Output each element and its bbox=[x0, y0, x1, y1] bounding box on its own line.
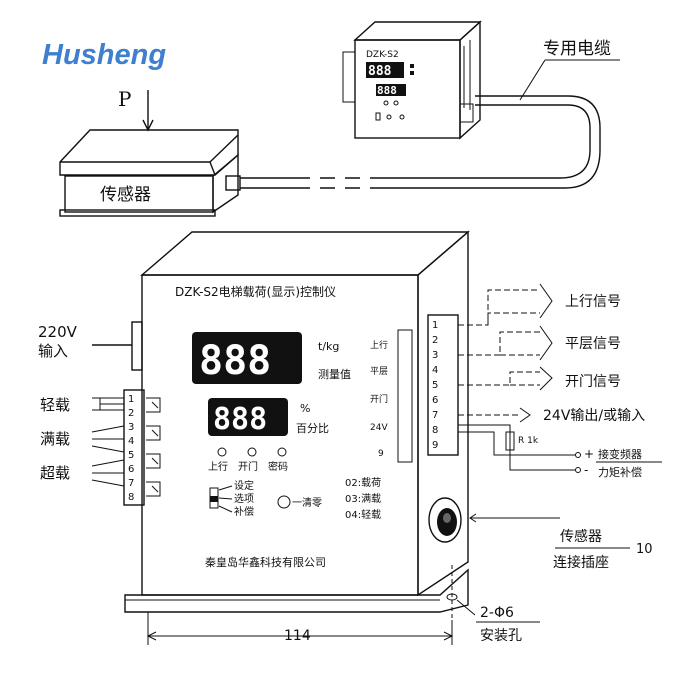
right-terminal-2: 2 bbox=[432, 335, 438, 346]
mode-light: 04:轻载 bbox=[345, 508, 381, 521]
left-terminal-3: 3 bbox=[128, 422, 134, 433]
switch-label-option: 选项 bbox=[234, 492, 254, 505]
socket-label-1: 传感器 bbox=[560, 528, 602, 545]
mode-load: 02:载荷 bbox=[345, 477, 381, 489]
led-label-open: 开门 bbox=[238, 460, 258, 473]
right-terminal-5: 5 bbox=[432, 380, 438, 391]
clear-button[interactable]: 一清零 bbox=[277, 495, 322, 509]
inner-terminal-block: 上行 平层 开门 24V 9 bbox=[370, 329, 413, 463]
signal-24v: 24V输出/或输入 bbox=[543, 408, 645, 424]
small-unit-model: DZK-S2 bbox=[366, 50, 399, 60]
sensor-socket-callout: 传感器 10 连接插座 bbox=[469, 513, 653, 571]
mount-hole-label: 安装孔 bbox=[480, 628, 522, 644]
left-terminal-4: 4 bbox=[128, 436, 134, 447]
mount-hole-callout: 2-Φ6 安装孔 bbox=[456, 599, 540, 644]
main-display-digits: 888 bbox=[199, 338, 271, 384]
left-terminal-8: 8 bbox=[128, 492, 134, 503]
small-display-2: 888 bbox=[377, 84, 397, 97]
force-label: P bbox=[118, 87, 131, 111]
cable-label: 专用电缆 bbox=[543, 39, 611, 59]
left-terminal-6: 6 bbox=[128, 464, 134, 475]
inverter-label: 接变频器 bbox=[598, 447, 642, 461]
indicator-leds: 上行 开门 密码 bbox=[208, 447, 288, 473]
mount-hole-size: 2-Φ6 bbox=[480, 605, 514, 621]
right-terminal-6: 6 bbox=[432, 395, 438, 406]
right-terminal-4: 4 bbox=[432, 365, 438, 376]
company-name: 秦皇岛华鑫科技有限公司 bbox=[205, 555, 326, 569]
width-dimension: 114 bbox=[146, 612, 454, 645]
resistor-label: R 1k bbox=[518, 436, 539, 446]
percent-display: 888 % 百分比 bbox=[208, 398, 329, 437]
minus-sign: - bbox=[584, 463, 588, 477]
power-label-voltage: 220V bbox=[38, 323, 78, 341]
signal-level: 平层信号 bbox=[565, 336, 621, 352]
relay-light: 轻载 bbox=[40, 396, 70, 414]
relay-full: 满载 bbox=[40, 430, 70, 448]
mode-list: 02:载荷 03:满载 04:轻载 bbox=[345, 477, 381, 521]
main-display: 888 t/kg 测量值 bbox=[192, 332, 351, 384]
torque-label: 力矩补偿 bbox=[598, 465, 642, 479]
left-terminal-2: 2 bbox=[128, 408, 134, 419]
signal-wires bbox=[458, 283, 581, 473]
right-signal-labels: 上行信号 平层信号 开门信号 24V输出/或输入 R 1k + - 接变频器 力… bbox=[518, 294, 662, 479]
left-terminal-5: 5 bbox=[128, 450, 134, 461]
brand-logo: Husheng bbox=[42, 39, 166, 71]
power-label-input: 输入 bbox=[38, 342, 68, 360]
sensor-label: 传感器 bbox=[100, 185, 151, 205]
right-terminal-1: 1 bbox=[432, 320, 438, 331]
load-sensor: 传感器 bbox=[59, 129, 241, 217]
right-terminal-3: 3 bbox=[432, 350, 438, 361]
small-display-1: 888 bbox=[368, 64, 392, 79]
panel-title: DZK-S2电梯载荷(显示)控制仪 bbox=[175, 285, 336, 299]
special-cable: 专用电缆 bbox=[240, 39, 620, 189]
relay-labels: 轻载 满载 超载 bbox=[40, 396, 125, 487]
mode-full: 03:满载 bbox=[345, 493, 381, 505]
switch-label-set: 设定 bbox=[234, 479, 254, 492]
plus-sign: + bbox=[584, 447, 594, 461]
inner-label-open: 开门 bbox=[370, 393, 388, 405]
left-terminal-block: 1 2 3 4 5 6 7 8 bbox=[123, 389, 161, 506]
small-controller-unit: DZK-S2 888 888 bbox=[342, 20, 482, 140]
signal-open: 开门信号 bbox=[565, 374, 621, 390]
clear-label: 一清零 bbox=[292, 496, 322, 509]
force-arrow: P bbox=[118, 87, 154, 132]
relay-over: 超载 bbox=[40, 464, 70, 482]
led-label-password: 密码 bbox=[268, 460, 288, 473]
unit-measure: 测量值 bbox=[318, 368, 351, 381]
right-terminal-block: 1 2 3 4 5 6 7 8 9 bbox=[427, 314, 459, 456]
inner-label-24v: 24V bbox=[370, 423, 388, 433]
mode-switch[interactable]: 设定 选项 补偿 bbox=[209, 479, 254, 518]
signal-up: 上行信号 bbox=[565, 294, 621, 310]
left-terminal-7: 7 bbox=[128, 478, 134, 489]
right-terminal-7: 7 bbox=[432, 410, 438, 421]
right-terminal-8: 8 bbox=[432, 425, 438, 436]
unit-percent-label: 百分比 bbox=[296, 422, 329, 435]
left-terminal-1: 1 bbox=[128, 394, 134, 405]
unit-percent: % bbox=[300, 402, 310, 415]
switch-label-compensate: 补偿 bbox=[234, 505, 254, 518]
led-label-up: 上行 bbox=[208, 460, 228, 473]
percent-display-digits: 888 bbox=[213, 402, 267, 437]
socket-label-2: 连接插座 bbox=[553, 554, 609, 571]
socket-callout-number: 10 bbox=[636, 542, 653, 557]
width-value: 114 bbox=[284, 628, 311, 644]
main-controller-box bbox=[124, 230, 470, 620]
inner-label-up: 上行 bbox=[370, 339, 388, 351]
unit-tkg: t/kg bbox=[318, 340, 339, 353]
right-terminal-9: 9 bbox=[432, 440, 438, 451]
inner-label-9: 9 bbox=[378, 449, 384, 459]
inner-label-level: 平层 bbox=[370, 366, 388, 377]
